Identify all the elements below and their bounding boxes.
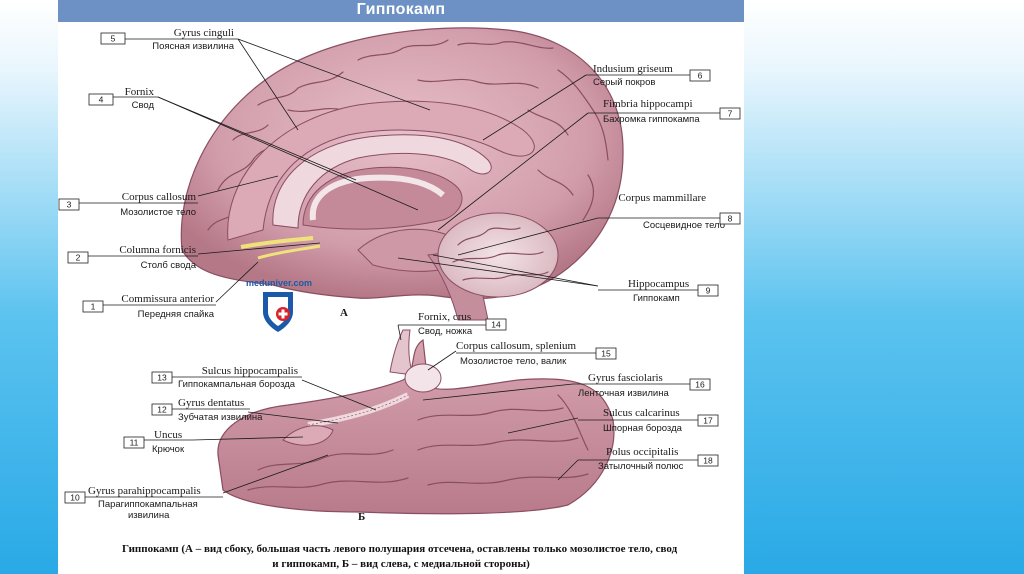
svg-text:Поясная извилина: Поясная извилина (152, 41, 234, 52)
figure-a-brain (180, 27, 624, 321)
svg-text:14: 14 (491, 320, 501, 330)
meduniver-shield-icon (263, 292, 293, 332)
svg-text:Мозолистое тело: Мозолистое тело (120, 207, 196, 218)
svg-text:Мозолистое тело, валик: Мозолистое тело, валик (460, 356, 567, 367)
label-18: Polus occipitalis Затылочный полюс 18 (578, 446, 719, 472)
svg-text:13: 13 (157, 373, 167, 383)
watermark-text: meduniver.com (246, 278, 312, 288)
svg-text:Hippocampus: Hippocampus (628, 278, 689, 290)
slide: Гиппокамп (58, 0, 744, 574)
label-1: 1 Commissura anterior Передняя спайка (82, 293, 216, 320)
svg-text:Свод: Свод (132, 100, 155, 111)
figure-b-brain (217, 329, 615, 515)
svg-text:Серый покров: Серый покров (593, 77, 655, 88)
svg-text:10: 10 (70, 493, 80, 503)
label-5: 5 Gyrus cinguli Поясная извилина (100, 27, 238, 52)
svg-text:1: 1 (91, 302, 96, 312)
svg-text:Гиппокампальная борозда: Гиппокампальная борозда (178, 379, 296, 390)
label-16: Gyrus fasciolaris Ленточная извилина 16 (573, 372, 711, 399)
label-13: 13 Sulcus hippocampalis Гиппокампальная … (151, 365, 302, 390)
svg-text:3: 3 (67, 200, 72, 210)
label-10-russian: Парагиппокампальная (98, 499, 198, 510)
svg-text:17: 17 (703, 416, 713, 426)
svg-text:Columna fornicis: Columna fornicis (119, 244, 196, 256)
label-7: Fimbria hippocampi Бахромка гиппокампа 7 (588, 98, 741, 125)
caption-line-1: Гиппокамп (А – вид сбоку, большая часть … (122, 543, 678, 555)
label-17: Sulcus calcarinus Шпорная борозда 17 (578, 407, 719, 434)
label-4: 4 Fornix Свод (88, 86, 158, 111)
svg-text:Uncus: Uncus (154, 429, 182, 441)
svg-text:Sulcus hippocampalis: Sulcus hippocampalis (202, 365, 298, 377)
label-10-russian-2: извилина (128, 510, 170, 521)
svg-text:7: 7 (728, 109, 733, 119)
label-8: Corpus mammillare Сосцевидное тело 8 (598, 192, 741, 231)
label-14: Fornix, crus Свод, ножка 14 (398, 311, 507, 337)
svg-text:Corpus callosum: Corpus callosum (122, 191, 197, 203)
svg-text:Polus occipitalis: Polus occipitalis (606, 446, 678, 458)
svg-text:Commissura anterior: Commissura anterior (121, 293, 214, 305)
svg-text:Fornix, crus: Fornix, crus (418, 311, 471, 323)
svg-text:5: 5 (111, 34, 116, 44)
svg-text:Гиппокамп: Гиппокамп (633, 293, 680, 304)
label-3: 3 Corpus callosum Мозолистое тело (58, 191, 198, 218)
svg-text:Свод, ножка: Свод, ножка (418, 326, 473, 337)
slide-title: Гиппокамп (356, 1, 446, 18)
svg-text:Corpus callosum, splenium: Corpus callosum, splenium (456, 340, 577, 352)
svg-text:15: 15 (601, 349, 611, 359)
figure-a-letter: А (340, 307, 348, 319)
svg-text:Зубчатая извилина: Зубчатая извилина (178, 412, 263, 423)
svg-text:Gyrus parahippocampalis: Gyrus parahippocampalis (88, 485, 201, 497)
svg-text:Indusium griseum: Indusium griseum (593, 63, 673, 75)
svg-text:Передняя спайка: Передняя спайка (138, 309, 215, 320)
label-10: 10 Gyrus parahippocampalis Парагиппокамп… (64, 485, 223, 521)
svg-text:Затылочный полюс: Затылочный полюс (598, 461, 684, 472)
svg-text:Шпорная борозда: Шпорная борозда (603, 423, 683, 434)
svg-text:Gyrus dentatus: Gyrus dentatus (178, 397, 244, 409)
figure-b-letter: Б (358, 511, 365, 523)
svg-text:Fornix: Fornix (125, 86, 155, 98)
svg-text:Сосцевидное тело: Сосцевидное тело (643, 220, 725, 231)
svg-text:Fimbria hippocampi: Fimbria hippocampi (603, 98, 693, 110)
label-9: Hippocampus Гиппокамп 9 (598, 278, 719, 304)
svg-text:Столб свода: Столб свода (141, 260, 197, 271)
label-12: 12 Gyrus dentatus Зубчатая извилина (151, 397, 263, 423)
svg-text:Бахромка гиппокампа: Бахромка гиппокампа (603, 114, 700, 125)
svg-text:Sulcus calcarinus: Sulcus calcarinus (603, 407, 680, 419)
label-11: 11 Uncus Крючок (123, 429, 193, 455)
svg-text:2: 2 (76, 253, 81, 263)
label-2: 2 Columna fornicis Столб свода (67, 244, 198, 271)
label-15: Corpus callosum, splenium Мозолистое тел… (456, 340, 617, 367)
svg-text:Gyrus fasciolaris: Gyrus fasciolaris (588, 372, 663, 384)
leader-lines (157, 38, 599, 494)
svg-text:Ленточная извилина: Ленточная извилина (578, 388, 669, 399)
caption-line-2: и гиппокамп, Б – вид слева, с медиальной… (272, 558, 530, 570)
svg-text:Крючок: Крючок (152, 444, 185, 455)
svg-text:18: 18 (703, 456, 713, 466)
svg-text:Gyrus cinguli: Gyrus cinguli (174, 27, 234, 39)
title-bar (58, 0, 744, 22)
svg-text:12: 12 (157, 405, 167, 415)
svg-text:Corpus mammillare: Corpus mammillare (618, 192, 706, 204)
hippocampus-diagram: meduniver.com А Б (58, 27, 741, 570)
svg-text:6: 6 (698, 71, 703, 81)
svg-text:9: 9 (706, 286, 711, 296)
svg-text:4: 4 (99, 95, 104, 105)
label-6: Indusium griseum Серый покров 6 (586, 63, 711, 88)
svg-text:8: 8 (728, 214, 733, 224)
svg-text:11: 11 (130, 438, 139, 448)
svg-text:16: 16 (695, 380, 705, 390)
